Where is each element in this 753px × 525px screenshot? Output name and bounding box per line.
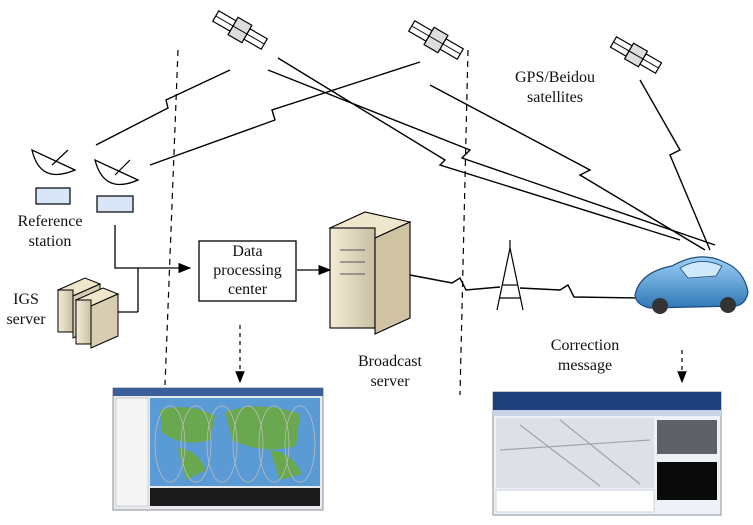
reference-station-label: Reference station: [10, 212, 90, 252]
correction-message-label-line2: message: [557, 357, 613, 374]
broadcast-server-label: Broadcast server: [340, 352, 440, 392]
dish-antenna-icon: [31, 148, 77, 205]
data-processing-label-line1: Data: [232, 243, 263, 260]
satellites-label-line1: GPS/Beidou: [514, 69, 595, 86]
connector-lines: [114, 225, 332, 313]
reference-station-label-line2: station: [28, 233, 72, 250]
broadcast-server-label-line1: Broadcast: [358, 353, 422, 370]
satellite-icon: [211, 9, 269, 51]
data-processing-center-label: Data processing center: [199, 242, 296, 299]
igs-server-label: IGS server: [0, 290, 52, 330]
separator-right: [459, 49, 469, 396]
correction-message-label-line1: Correction: [550, 337, 620, 354]
processing-screenshot: [112, 387, 324, 511]
igs-server-label-line2: server: [6, 311, 46, 328]
satellites-label: GPS/Beidou satellites: [500, 68, 610, 108]
data-processing-label-line2: processing: [213, 262, 282, 279]
reference-station-label-line1: Reference: [17, 213, 83, 230]
satellite-links: [95, 57, 716, 251]
correction-link: [519, 283, 641, 299]
monitor-screenshot: [492, 391, 722, 516]
broadcast-link: [409, 274, 501, 291]
correction-message-label: Correction message: [530, 336, 640, 376]
igs-server-label-line1: IGS: [13, 291, 39, 308]
server-icon: [56, 277, 120, 349]
car-icon: [634, 256, 749, 314]
satellite-icon: [609, 35, 663, 75]
dish-antenna-icon: [94, 158, 140, 213]
data-processing-center-box: [198, 240, 297, 302]
radio-tower-icon: [496, 240, 524, 311]
separator-left: [164, 49, 179, 386]
satellite-icon: [407, 19, 465, 61]
broadcast-server-label-line2: server: [370, 373, 410, 390]
satellites-label-line2: satellites: [527, 89, 583, 106]
server-icon: [328, 211, 412, 335]
data-processing-label-line3: center: [227, 281, 268, 298]
